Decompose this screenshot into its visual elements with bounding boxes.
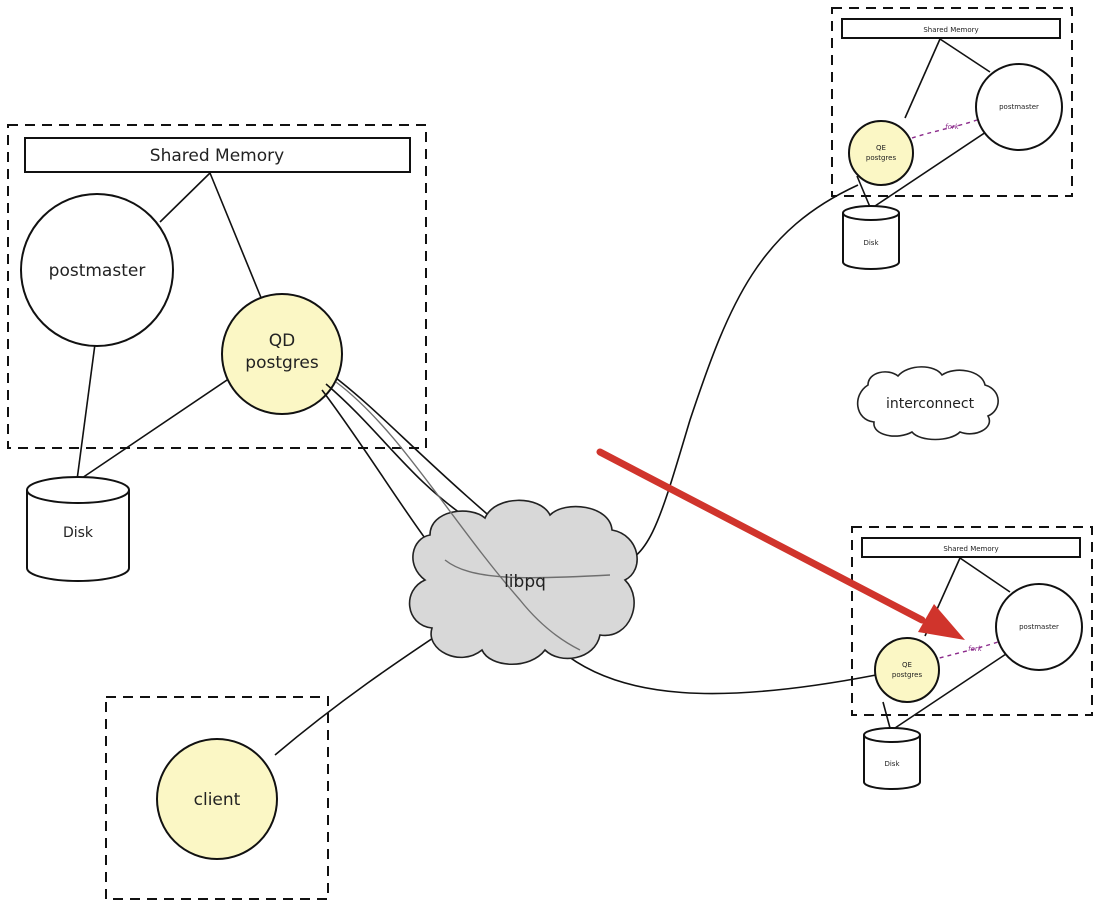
segment-bottom-disk-label: Disk: [884, 760, 900, 768]
client-host-box: [105, 696, 329, 900]
segment-bottom-fork-label: fork: [968, 645, 983, 653]
segment-top-wire-memory-qe: [904, 38, 941, 119]
qd-label-line2: postgres: [245, 353, 319, 373]
segment-bottom-postmaster-node: [995, 583, 1083, 671]
segment-bottom-disk-icon: [863, 727, 921, 790]
segment-top-postmaster-node: [975, 63, 1063, 151]
segment-bottom-postmaster-label: postmaster: [1019, 623, 1059, 631]
master-shared-memory-label: Shared Memory: [150, 146, 284, 166]
wire-qd-disk: [81, 377, 231, 479]
segment-top-shared-memory-bar: [841, 18, 1061, 39]
segment-bottom-shared-memory-label: Shared Memory: [943, 545, 998, 553]
client-label: client: [194, 790, 241, 810]
segment-bottom-fork-line: [931, 641, 999, 661]
segment-top-postmaster-label: postmaster: [999, 103, 1039, 111]
segment-top-fork-line: [911, 119, 978, 139]
wire-libpq-segment-top: [614, 184, 859, 566]
segment-top-fork-label: fork: [945, 123, 960, 131]
segment-top-wire-qe-disk: [856, 175, 871, 208]
segment-bottom-wire-qe-disk: [882, 701, 891, 729]
wire-qd-libpq-1: [321, 389, 431, 546]
wire-qd-libpq-2: [325, 383, 471, 521]
segment-top-disk-icon: [842, 205, 900, 270]
wire-memory-qd: [209, 172, 263, 301]
wire-postmaster-disk: [76, 343, 96, 481]
segment-bottom-shared-memory-bar: [861, 537, 1081, 558]
wire-memory-postmaster: [159, 172, 211, 223]
segment-top-qe-node: [848, 120, 914, 186]
master-postmaster-label: postmaster: [49, 261, 146, 281]
master-disk-icon: [26, 476, 130, 582]
segment-bottom-box: [851, 526, 1093, 716]
qd-postgres-node: [221, 293, 343, 415]
interconnect-label: interconnect: [886, 396, 975, 412]
segment-bottom-wire-memory-postmaster: [959, 557, 1011, 593]
segment-top-shared-memory-label: Shared Memory: [923, 26, 978, 34]
red-arrow-head: [918, 604, 965, 640]
segment-top-wire-memory-postmaster: [939, 38, 991, 73]
segment-top-disk-label: Disk: [863, 239, 879, 247]
wire-client-libpq: [274, 629, 446, 756]
client-node: [156, 738, 278, 860]
wire-through-cloud-1: [335, 381, 581, 651]
segment-bottom-qe-line2: postgres: [892, 671, 923, 679]
segment-top-qe-line2: postgres: [866, 154, 897, 162]
segment-top-box: [831, 7, 1073, 197]
master-host-box: [7, 124, 427, 449]
master-shared-memory-bar: [24, 137, 411, 173]
interconnect-cloud: [857, 366, 999, 441]
segment-bottom-qe-node: [874, 637, 940, 703]
red-highlight-arrow: [596, 448, 926, 624]
segment-bottom-qe-line1: QE: [902, 661, 912, 669]
master-disk-label: Disk: [63, 525, 94, 541]
segment-top-wire-postmaster-disk: [874, 125, 996, 207]
segment-bottom-wire-postmaster-disk: [894, 649, 1013, 729]
qd-label-line1: QD: [269, 331, 295, 351]
master-postmaster-node: [20, 193, 174, 347]
libpq-label: libpq: [504, 572, 546, 592]
libpq-cloud: [408, 499, 638, 666]
wire-through-cloud-2: [444, 559, 611, 579]
wire-libpq-segment-bottom: [559, 649, 877, 695]
segment-top-qe-line1: QE: [876, 144, 886, 152]
